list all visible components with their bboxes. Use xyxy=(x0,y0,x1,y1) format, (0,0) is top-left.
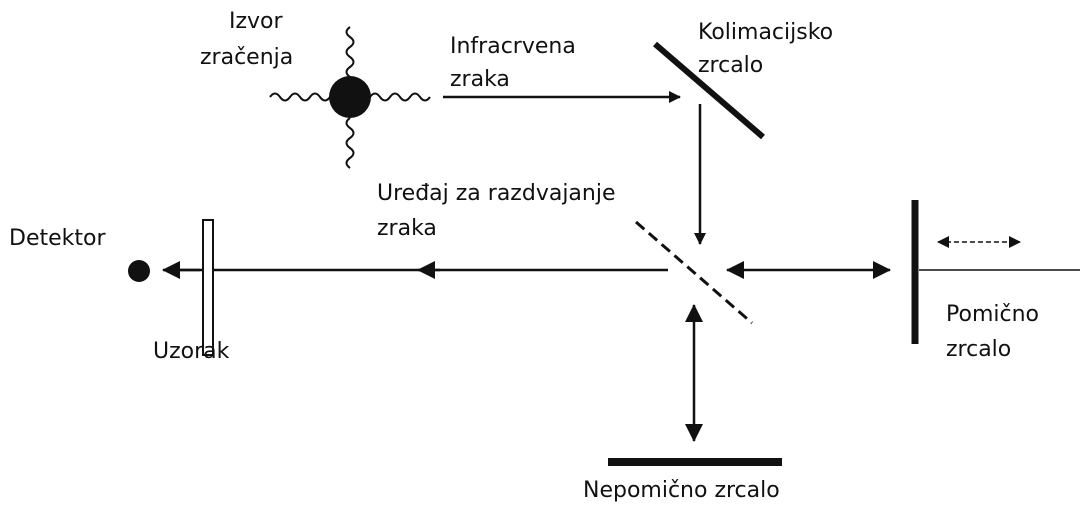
beam-splitter-label-line2: zraka xyxy=(377,216,437,241)
infrared-beam-label-line1: Infracrvena xyxy=(450,34,576,59)
collimating-mirror xyxy=(653,41,765,140)
collimating-mirror-label-line1: Kolimacijsko xyxy=(698,20,833,45)
moving-mirror-label-line1: Pomično xyxy=(946,302,1039,327)
detector-label: Detektor xyxy=(9,226,106,251)
source-dot xyxy=(329,76,371,118)
collimating-mirror-label-line2: zrcalo xyxy=(698,53,763,78)
detector-dot xyxy=(128,260,150,282)
moving-mirror-label-line2: zrcalo xyxy=(946,337,1011,362)
infrared-beam-label-line2: zraka xyxy=(450,67,510,92)
sample-label: Uzorak xyxy=(153,339,230,364)
beam-splitter-label-line1: Uređaj za razdvajanje xyxy=(377,181,616,206)
source-wave-down xyxy=(345,117,355,169)
fixed-mirror-label: Nepomično zrcalo xyxy=(583,478,780,503)
source-label-line2: zračenja xyxy=(200,45,293,70)
source-label-line1: Izvor xyxy=(229,9,284,34)
source-wave-up xyxy=(345,26,355,78)
radiation-source xyxy=(269,26,431,169)
sample-slab xyxy=(202,219,214,356)
source-wave-right xyxy=(369,92,431,102)
beam-splitter xyxy=(635,220,753,325)
source-wave-left xyxy=(269,92,341,102)
